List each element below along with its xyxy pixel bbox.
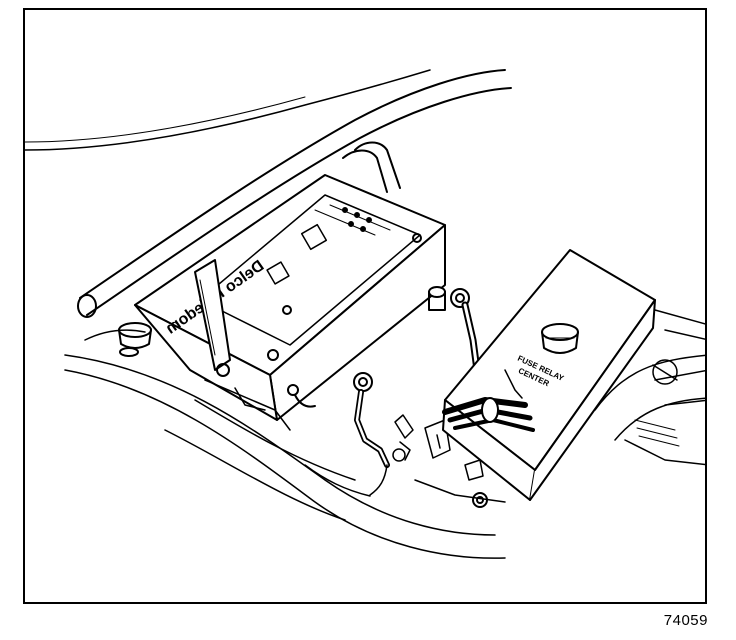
- battery: [134, 174, 446, 421]
- battery-tray: [204, 379, 291, 431]
- inner-fender: [594, 309, 705, 466]
- lower-body-contour: [194, 399, 371, 497]
- battery-hold-down-strap: [194, 141, 401, 377]
- negative-terminal-cable: [287, 372, 390, 496]
- fluid-cap: [118, 322, 152, 357]
- engine-bay-illustration: Delco Freedom: [25, 69, 705, 559]
- cowl-weatherstrip: [25, 69, 512, 318]
- wire-harness: [442, 369, 535, 432]
- figure-number: 74059: [663, 612, 708, 629]
- illustration-frame: Delco Freedom: [23, 8, 707, 604]
- ground-connector: [392, 414, 451, 462]
